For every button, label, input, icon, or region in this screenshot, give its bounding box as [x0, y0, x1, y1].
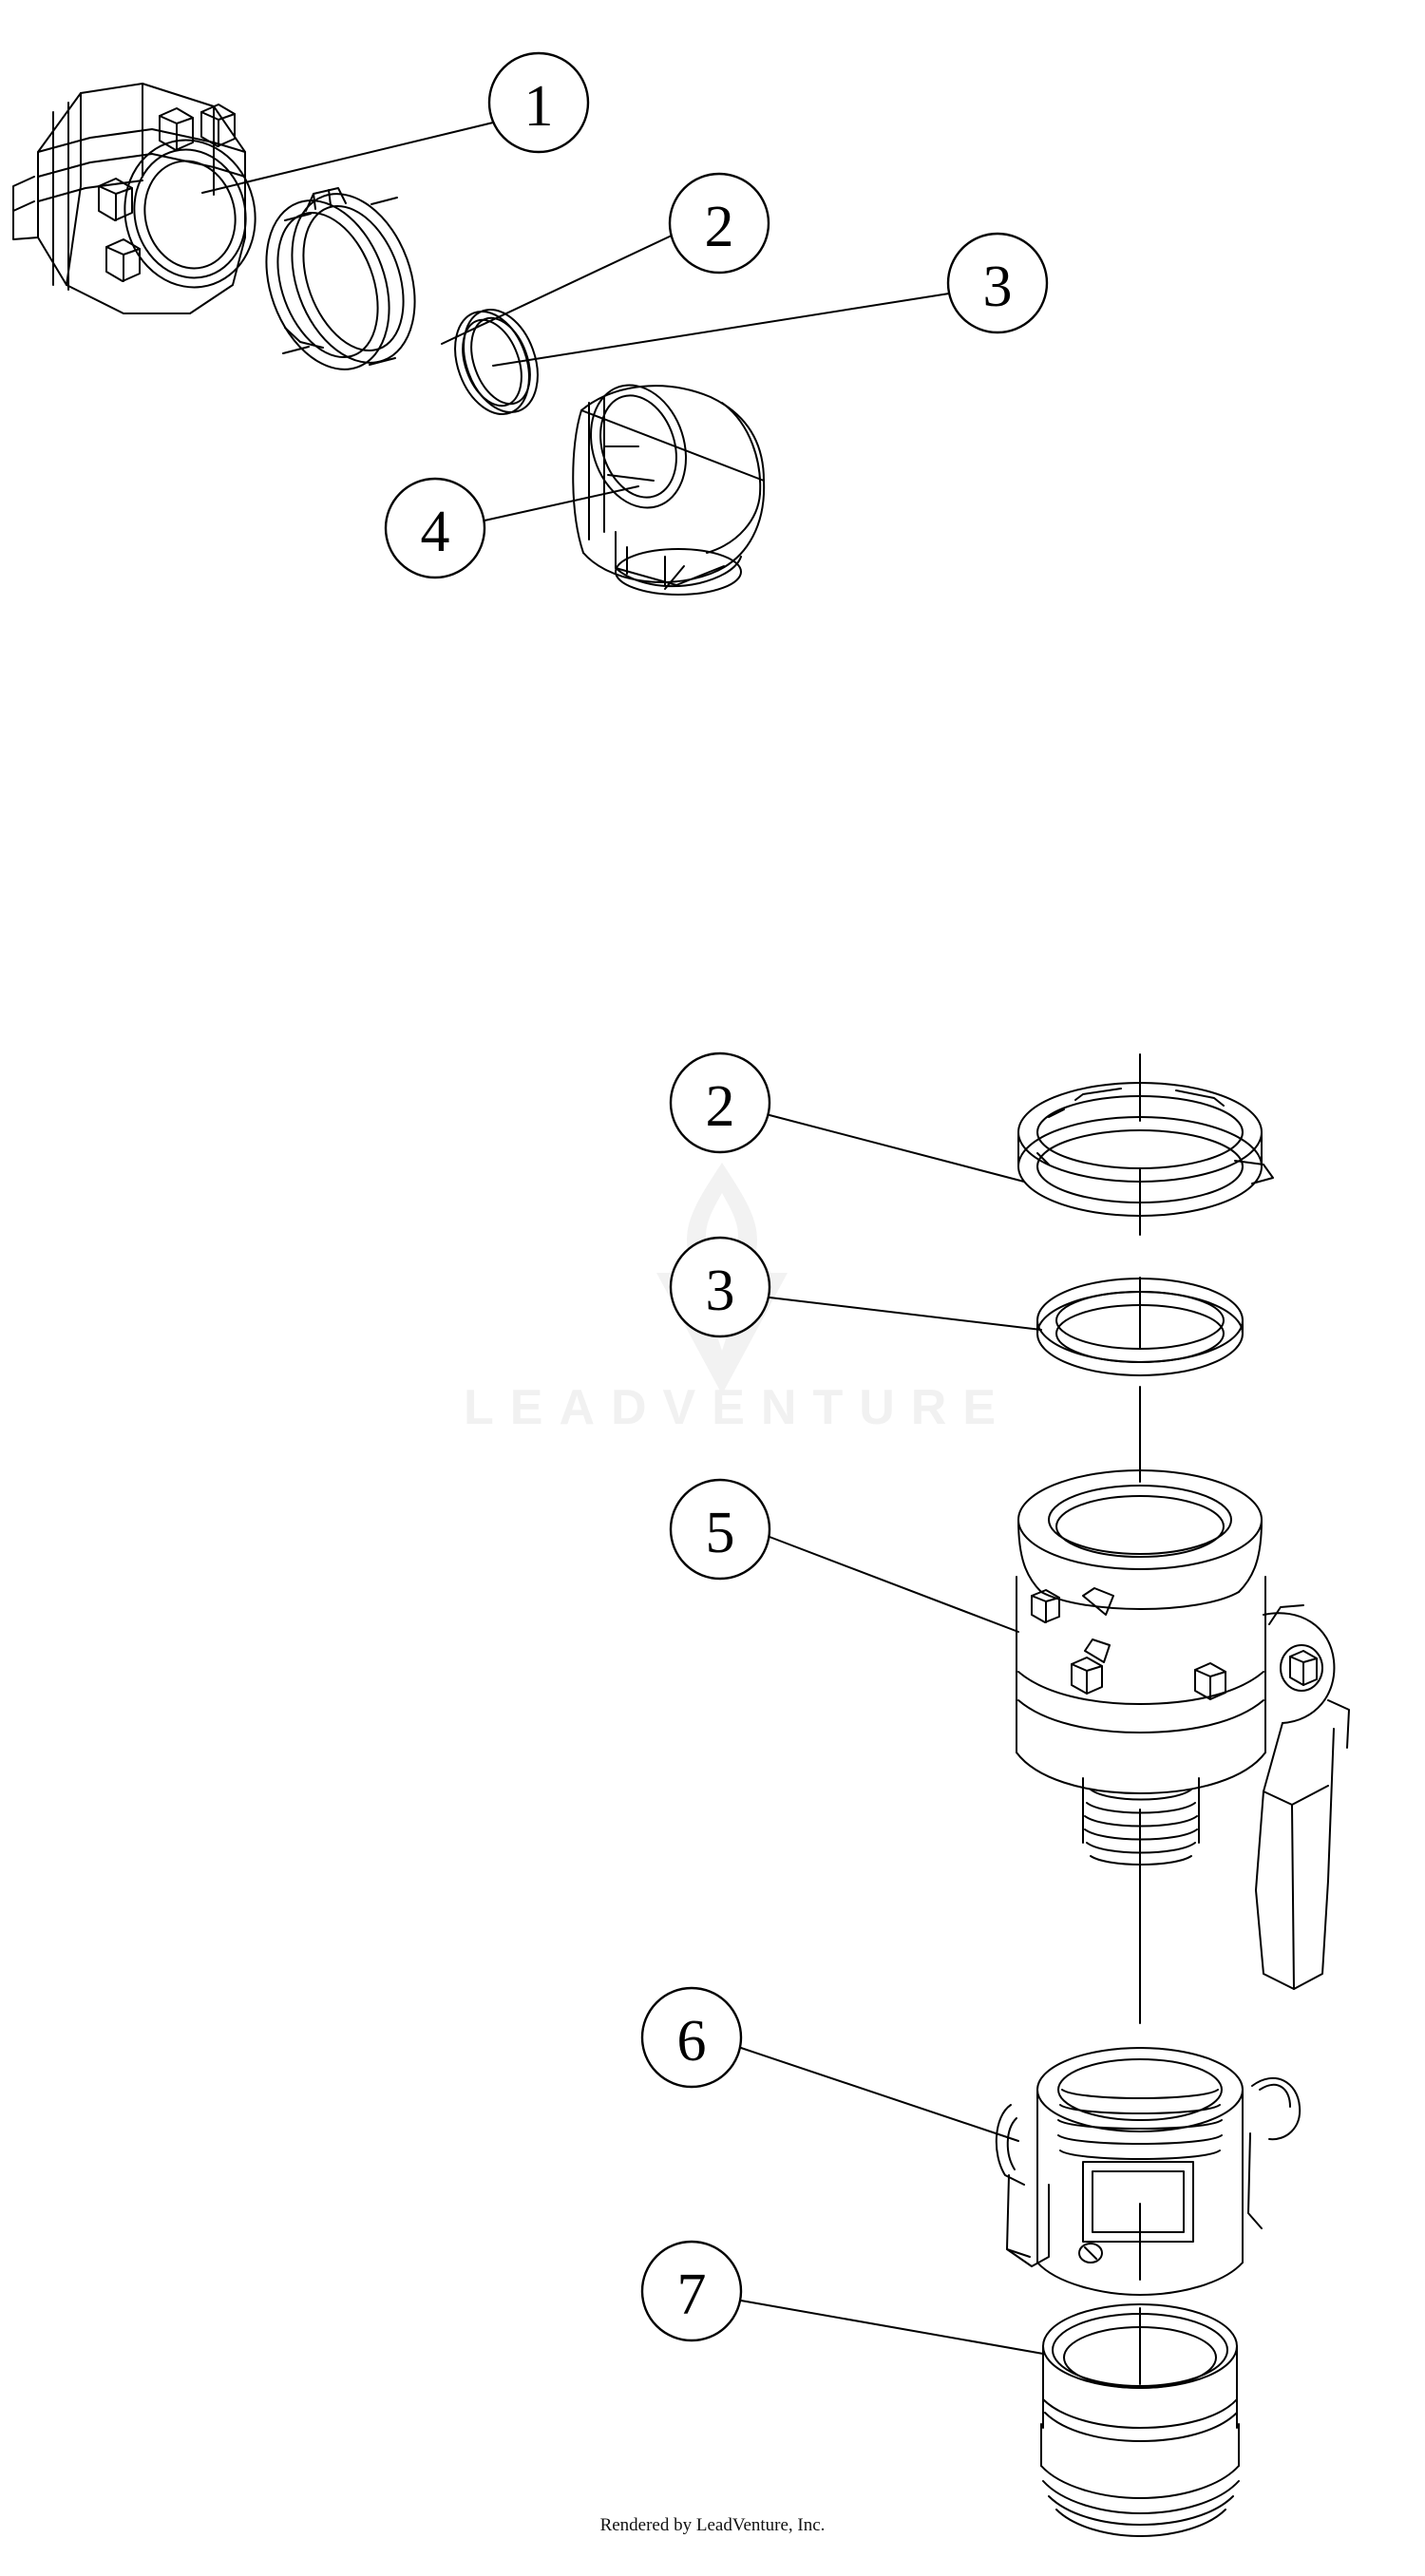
part-2-split-clamp-ring-upper — [265, 187, 416, 370]
leader-3-upper — [492, 293, 950, 367]
callout-label-5: 2 — [706, 1074, 735, 1139]
callout-label-3: 3 — [983, 255, 1013, 319]
leader-5 — [769, 1536, 1019, 1633]
callout-circle-2[interactable] — [668, 172, 770, 275]
leader-7 — [740, 2300, 1044, 2355]
callout-circle-6[interactable] — [669, 1236, 771, 1338]
leader-4 — [484, 485, 639, 521]
callout-label-6: 3 — [706, 1259, 735, 1323]
bolt-heads — [98, 104, 236, 282]
leader-3-lower — [769, 1297, 1042, 1331]
part-7-ribbed-gasket-sleeve — [1040, 2303, 1240, 2537]
footer-credit: Rendered by LeadVenture, Inc. — [599, 2515, 826, 2535]
lever-handle — [1255, 1604, 1350, 1990]
callout-label-7: 5 — [706, 1501, 735, 1565]
body-bolts — [1031, 1589, 1226, 1700]
callout-label-8: 6 — [677, 2009, 707, 2074]
watermark-text: LEADVENTURE — [464, 1380, 1013, 1435]
part-2-split-clamp-ring-lower — [1017, 1082, 1274, 1217]
callout-circle-9[interactable] — [640, 2240, 743, 2342]
callout-circle-3[interactable] — [946, 232, 1049, 334]
leader-1 — [201, 122, 494, 194]
callout-label-2: 2 — [705, 195, 734, 259]
part-4-90-degree-elbow — [572, 384, 766, 596]
leader-6 — [740, 2047, 1019, 2142]
threaded-spigot — [1082, 1777, 1200, 1866]
part-5-valve-body — [1016, 1469, 1350, 1990]
part-6-threaded-coupler-nut — [995, 2047, 1302, 2296]
part-3-o-ring-upper — [454, 308, 539, 416]
part-1-cast-housing-flange — [12, 83, 256, 314]
callout-circle-1[interactable] — [487, 51, 590, 154]
cam-latch-arms — [995, 2076, 1302, 2267]
part-3-o-ring-lower — [1036, 1278, 1244, 1376]
callout-label-1: 1 — [524, 74, 554, 139]
callout-circle-5[interactable] — [669, 1051, 771, 1154]
leader-2-lower — [769, 1114, 1025, 1183]
callout-circle-7[interactable] — [669, 1478, 771, 1581]
leader-lines — [201, 122, 1044, 2355]
leader-2-upper — [441, 234, 674, 345]
callout-label-4: 4 — [421, 500, 450, 564]
callout-label-9: 7 — [677, 2263, 707, 2327]
callout-circle-8[interactable] — [640, 1986, 743, 2089]
callout-circle-4[interactable] — [384, 477, 486, 579]
